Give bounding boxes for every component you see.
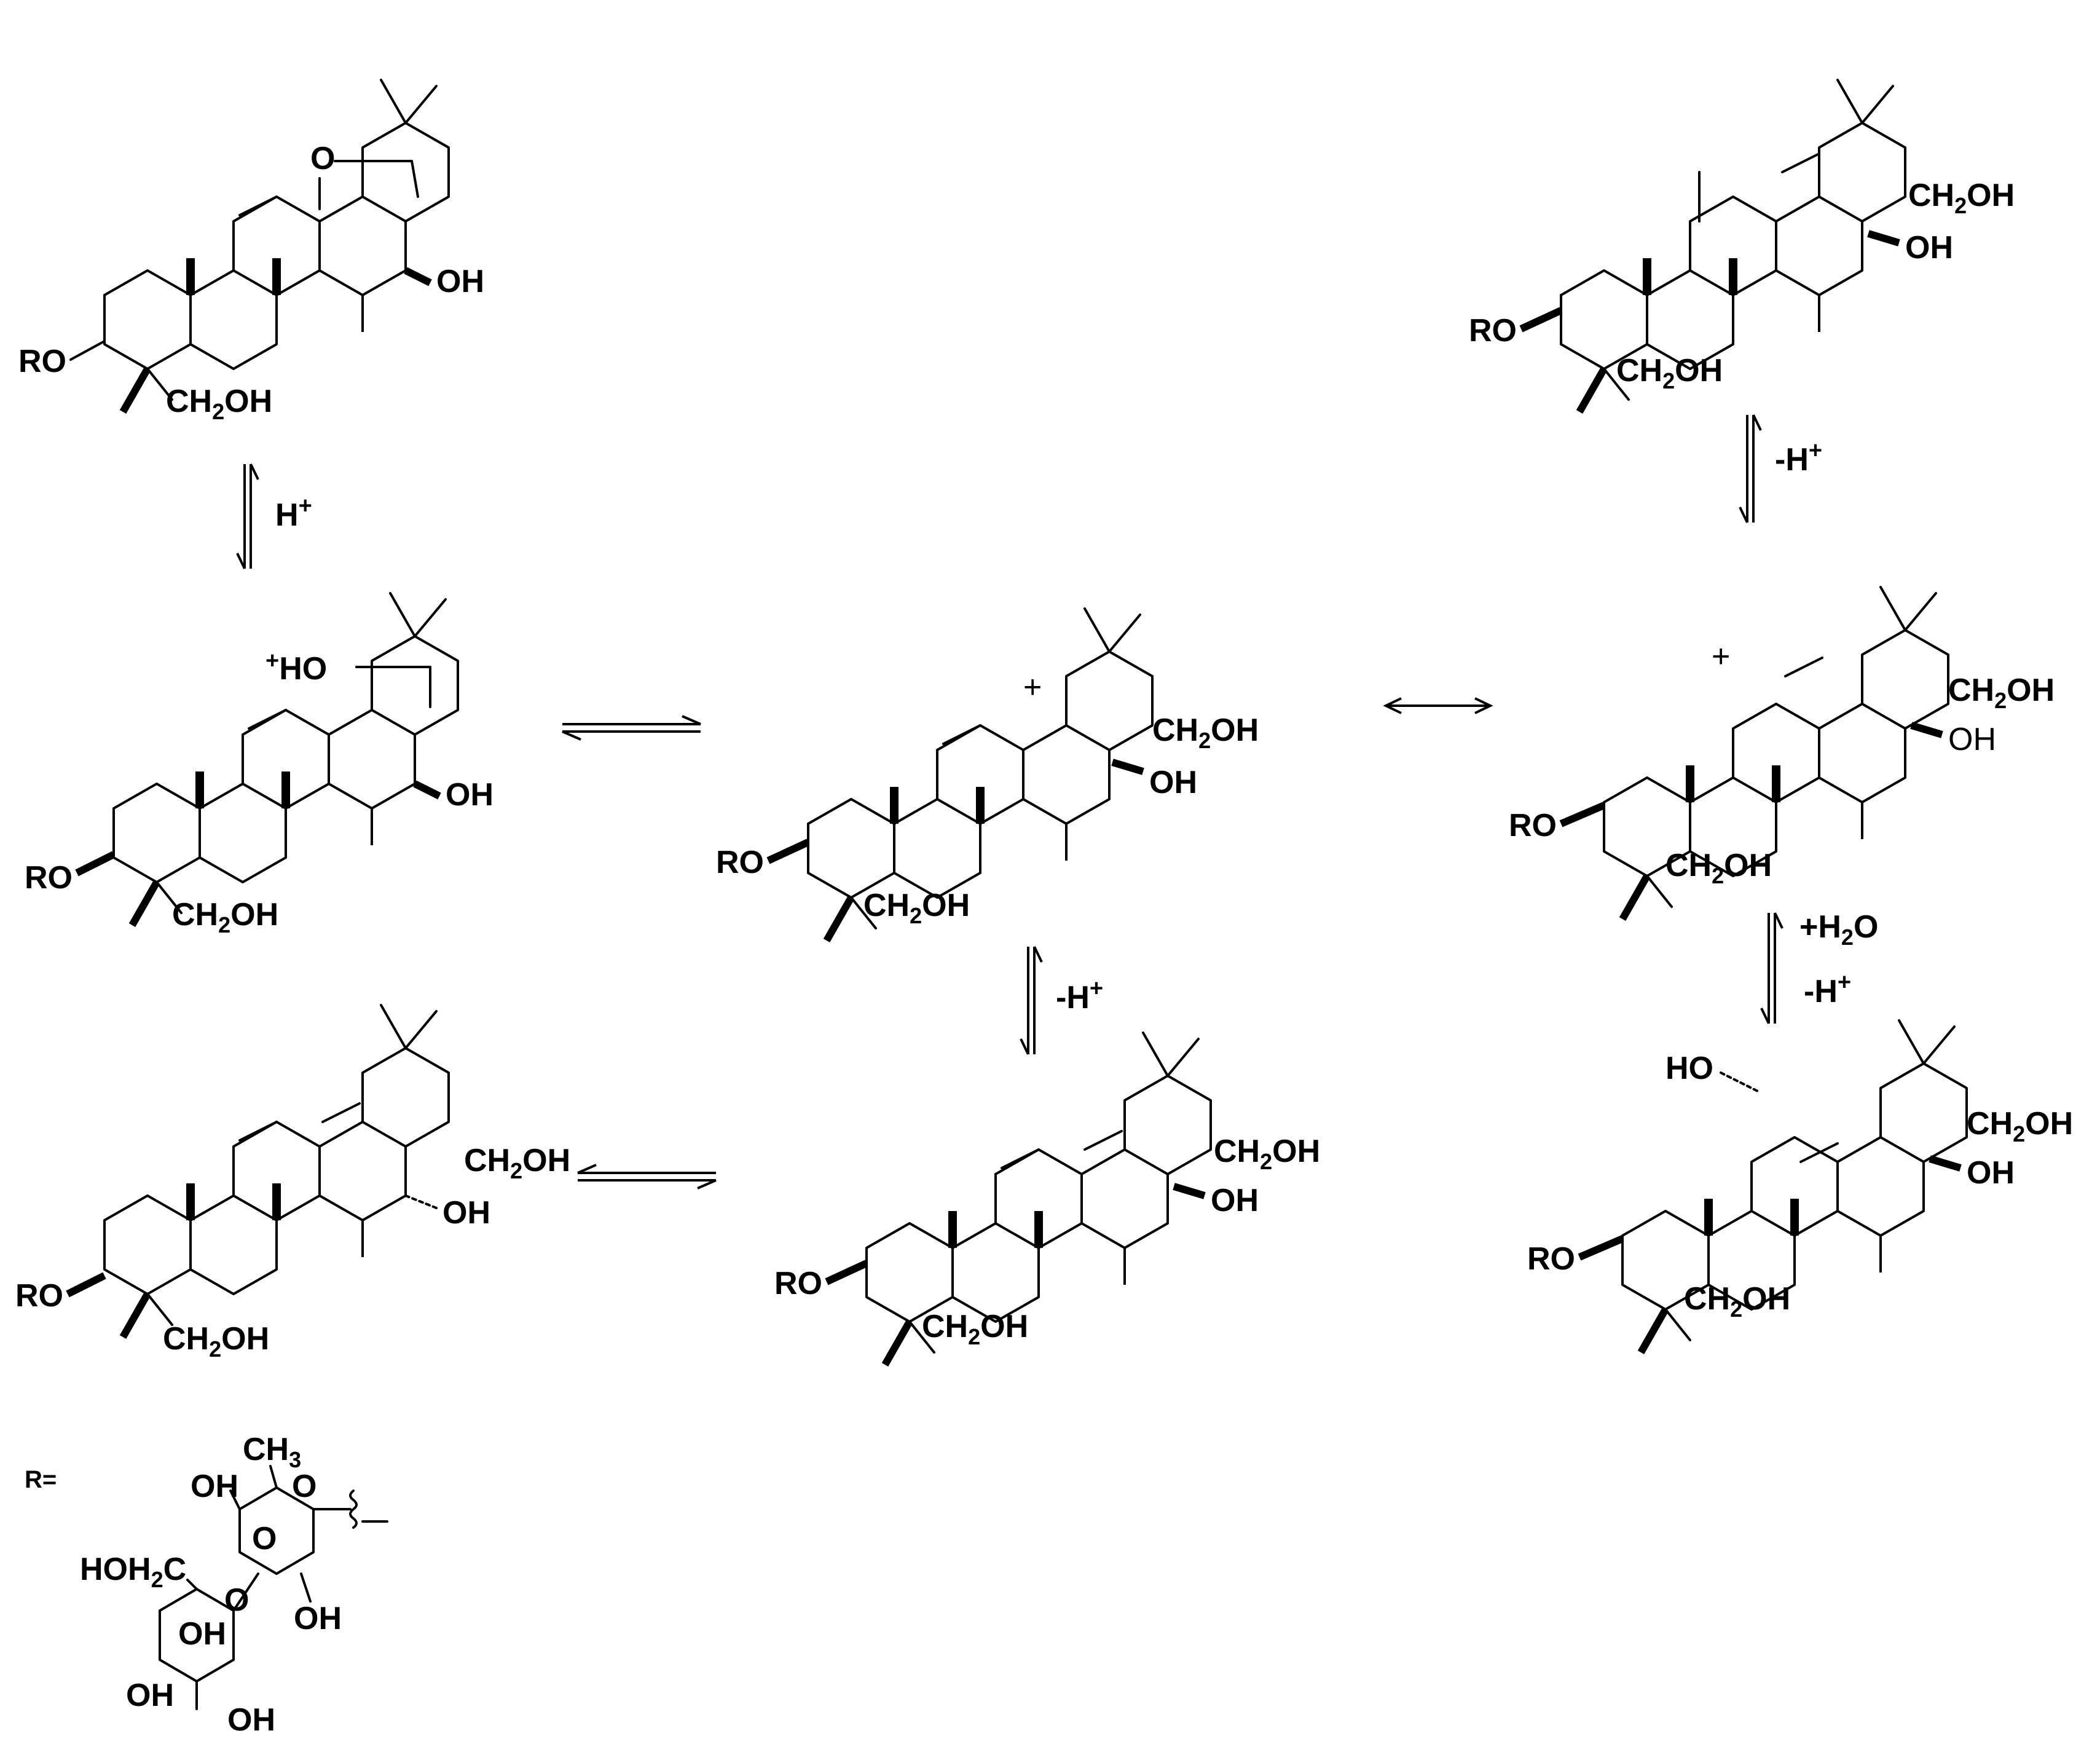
plus-h2o-label: +H2O <box>1799 909 1878 950</box>
cation-plus-label: + <box>1712 639 1730 674</box>
oh-label: OH <box>442 1195 490 1231</box>
oh-label: OH <box>1905 230 1953 266</box>
ro-label: RO <box>25 860 73 896</box>
resonance-arrow <box>1383 697 1493 714</box>
ro-label: RO <box>18 344 66 379</box>
r-equals-label: R= <box>25 1466 57 1493</box>
equilibrium-arrow-horizontal-1 <box>562 715 701 741</box>
minus-h-plus-label: -H+ <box>1804 969 1851 1009</box>
ch2oh-label: CH2OH <box>163 1321 269 1362</box>
minus-h-plus-label: -H+ <box>1775 438 1822 478</box>
oh-label: OH <box>126 1678 174 1713</box>
oh-label: OH <box>446 777 494 813</box>
ro-label: RO <box>774 1266 822 1301</box>
oh-label: OH <box>1211 1183 1259 1218</box>
ch2oh-label: CH2OH <box>166 384 272 424</box>
ch2oh-label-c28: CH2OH <box>1152 712 1259 753</box>
ro-label: RO <box>1527 1241 1575 1277</box>
structure-3-carbocation: + CH2OH OH RO CH2OH <box>716 609 1259 941</box>
ch2oh-label: CH2OH <box>1665 848 1772 888</box>
ring-oxygen-label: O <box>224 1582 249 1618</box>
structure-5-allylic-cation: + CH2OH OH RO CH2OH <box>1509 587 2055 919</box>
minus-h-plus-label: -H+ <box>1056 976 1103 1016</box>
ch2oh-label-c28: CH2OH <box>1908 178 2015 218</box>
ch2oh-label: CH2OH <box>863 888 970 928</box>
ch2oh-label-c28: CH2OH <box>464 1143 570 1183</box>
oh-label: OH <box>191 1469 238 1504</box>
protonated-ho-label: +HO <box>265 648 327 687</box>
ch3-label: CH3 <box>243 1432 301 1472</box>
r-group-definition: R= CH3 O OH O OH HOH2C O OH OH OH <box>25 1432 388 1738</box>
structure-8-diene-epimer: CH2OH OH RO CH2OH <box>15 1005 570 1362</box>
ch2oh-label-c28: CH2OH <box>1967 1106 2073 1146</box>
ch2oh-label-c28: CH2OH <box>1214 1134 1320 1174</box>
ether-oxygen-label: O <box>310 141 335 176</box>
oh-label: OH <box>1948 722 1996 757</box>
hoh2c-label: HOH2C <box>80 1552 186 1592</box>
ch2oh-label: CH2OH <box>172 897 278 937</box>
ring-oxygen-label: O <box>292 1469 317 1504</box>
ch2oh-label: CH2OH <box>1684 1281 1790 1322</box>
glycosidic-oxygen-label: O <box>252 1521 277 1557</box>
oh-label: OH <box>1149 765 1197 800</box>
oh-label: OH <box>294 1601 342 1636</box>
oh-label: OH <box>178 1616 226 1652</box>
ch2oh-label: CH2OH <box>1616 353 1723 393</box>
oh-label: OH <box>227 1702 275 1738</box>
structure-7-diene: CH2OH OH RO CH2OH <box>774 1033 1320 1365</box>
equilibrium-arrow-h-plus: H+ <box>236 464 312 569</box>
structure-4-diene: CH2OH OH RO CH2OH <box>1469 80 2015 412</box>
oh-label: OH <box>436 264 484 299</box>
equilibrium-arrow-minus-h-plus-right: -H+ <box>1739 414 1822 523</box>
structure-6-hydroxy-product: HO CH2OH OH RO CH2OH <box>1527 1020 2073 1352</box>
ro-label: RO <box>1469 313 1517 349</box>
equilibrium-arrow-horizontal-2 <box>577 1164 717 1190</box>
ro-label: RO <box>15 1278 63 1314</box>
ch2oh-label: CH2OH <box>922 1309 1028 1349</box>
equilibrium-arrow-minus-h-plus-centre: -H+ <box>1020 946 1103 1055</box>
ho-label: HO <box>1665 1051 1713 1086</box>
equilibrium-arrow-plus-water: +H2O -H+ <box>1760 909 1878 1024</box>
structure-2-protonated: +HO OH RO CH2OH <box>25 593 494 937</box>
ro-label: RO <box>716 845 764 880</box>
cation-plus-label: + <box>1023 669 1042 705</box>
oh-label: OH <box>1967 1155 2015 1191</box>
h-plus-label: H+ <box>275 493 312 533</box>
structure-1-epoxide: O OH RO CH2OH <box>18 80 484 424</box>
ch2oh-label-c28: CH2OH <box>1948 673 2055 713</box>
ro-label: RO <box>1509 808 1557 843</box>
